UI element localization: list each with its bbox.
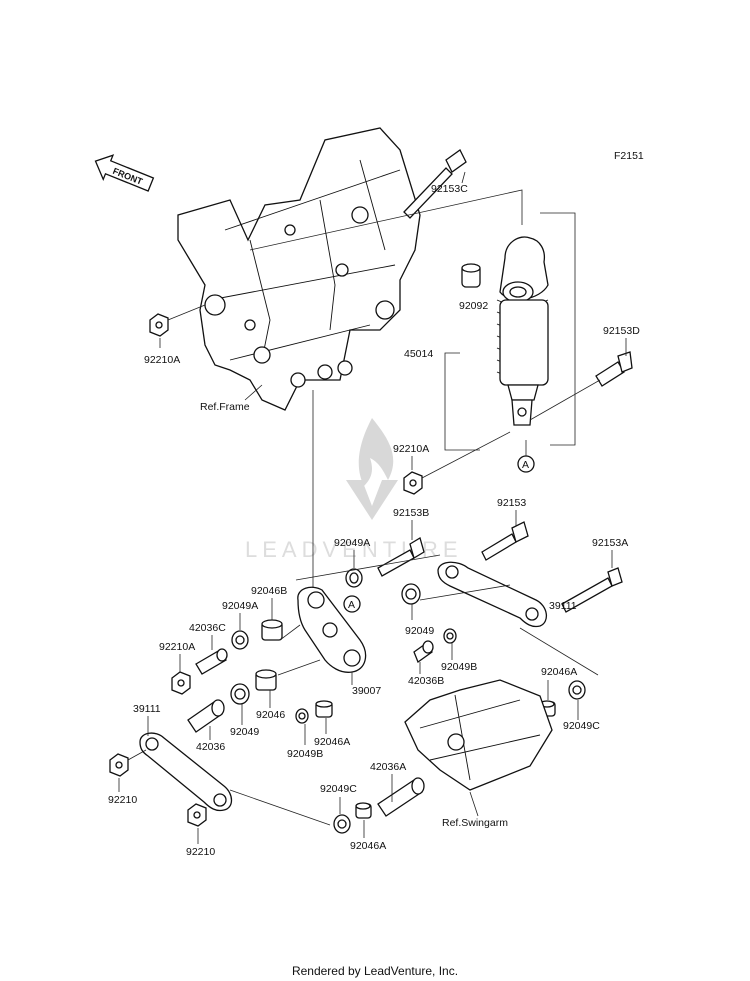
label-92049A-b: 92049A [222, 600, 258, 612]
bolt-92153C [403, 149, 467, 219]
collar-42036A [377, 777, 425, 817]
nut-92210A-mid [403, 471, 423, 495]
bearing-92046B [261, 619, 283, 641]
collar-42036 [187, 699, 225, 733]
watermark-flame-icon [358, 418, 394, 486]
label-92049B-b: 92049B [287, 748, 323, 760]
nut-92210-b [187, 803, 207, 827]
ref-swingarm-label: Ref.Swingarm [442, 817, 508, 829]
label-92049-b: 92049 [230, 726, 259, 738]
label-92049C-b: 92049C [320, 783, 357, 795]
washer-92049A-lower [231, 630, 249, 650]
label-92210A-top: 92210A [144, 354, 180, 366]
washer-92049B-lower [295, 708, 309, 724]
swingarm [404, 679, 553, 791]
label-92049A-a: 92049A [334, 537, 370, 549]
bolt-92153D [595, 351, 633, 387]
label-92046A-c: 92046A [350, 840, 386, 852]
tie-rod-39111-right [437, 561, 547, 628]
callout-A-rocker [343, 595, 361, 613]
nut-92210A-left [171, 671, 191, 695]
bearing-92046A-rocker [315, 700, 333, 718]
label-92153C: 92153C [431, 183, 468, 195]
collar-42036B [413, 640, 434, 664]
label-39007: 39007 [352, 685, 381, 697]
label-92049B-a: 92049B [441, 661, 477, 673]
shock-absorber-45014 [496, 236, 549, 426]
washer-92049B-right [443, 628, 457, 644]
watermark-chevron-icon [346, 480, 398, 520]
bearing-92046 [255, 669, 277, 691]
label-42036C: 42036C [189, 622, 226, 634]
bolt-92153 [481, 521, 529, 561]
footer-credit: Rendered by LeadVenture, Inc. [292, 964, 458, 978]
label-92046B: 92046B [251, 585, 287, 597]
nut-92210-a [109, 753, 129, 777]
label-42036: 42036 [196, 741, 225, 753]
tie-rod-39111-left [139, 732, 233, 812]
label-39111-left: 39111 [133, 703, 161, 715]
label-92046A-a: 92046A [314, 736, 350, 748]
bolt-92153A [561, 567, 623, 613]
callout-A-rocker-text: A [348, 599, 355, 611]
label-42036B: 42036B [408, 675, 444, 687]
label-92092: 92092 [459, 300, 488, 312]
washer-92049-lower [230, 683, 250, 705]
label-92046A-b: 92046A [541, 666, 577, 678]
washer-92049C-lower [333, 814, 351, 834]
washer-92049C-right [568, 680, 586, 700]
frame [177, 127, 421, 411]
washer-92049-upper [401, 583, 421, 605]
label-92210-b: 92210 [186, 846, 215, 858]
label-39111-right: 39111 [549, 600, 577, 612]
collar-42036C [195, 648, 228, 675]
label-92153: 92153 [497, 497, 526, 509]
label-92153A: 92153A [592, 537, 628, 549]
callout-A-shock-text: A [522, 459, 529, 471]
ref-frame-label: Ref.Frame [200, 401, 250, 413]
label-92153D: 92153D [603, 325, 640, 337]
label-92210-a: 92210 [108, 794, 137, 806]
collar-92092 [461, 263, 481, 288]
nut-92210A-top [149, 313, 169, 337]
label-92049: 92049 [405, 625, 434, 637]
label-92210A-left: 92210A [159, 641, 195, 653]
label-45014: 45014 [404, 348, 433, 360]
label-92153B: 92153B [393, 507, 429, 519]
label-92049C-a: 92049C [563, 720, 600, 732]
front-arrow: FRONT [94, 154, 155, 192]
washer-92049A-top [345, 568, 363, 588]
label-92210A-mid: 92210A [393, 443, 429, 455]
label-92046: 92046 [256, 709, 285, 721]
label-42036A: 42036A [370, 761, 406, 773]
bearing-92046A-lower [355, 802, 372, 819]
figure-code: F2151 [614, 150, 644, 162]
